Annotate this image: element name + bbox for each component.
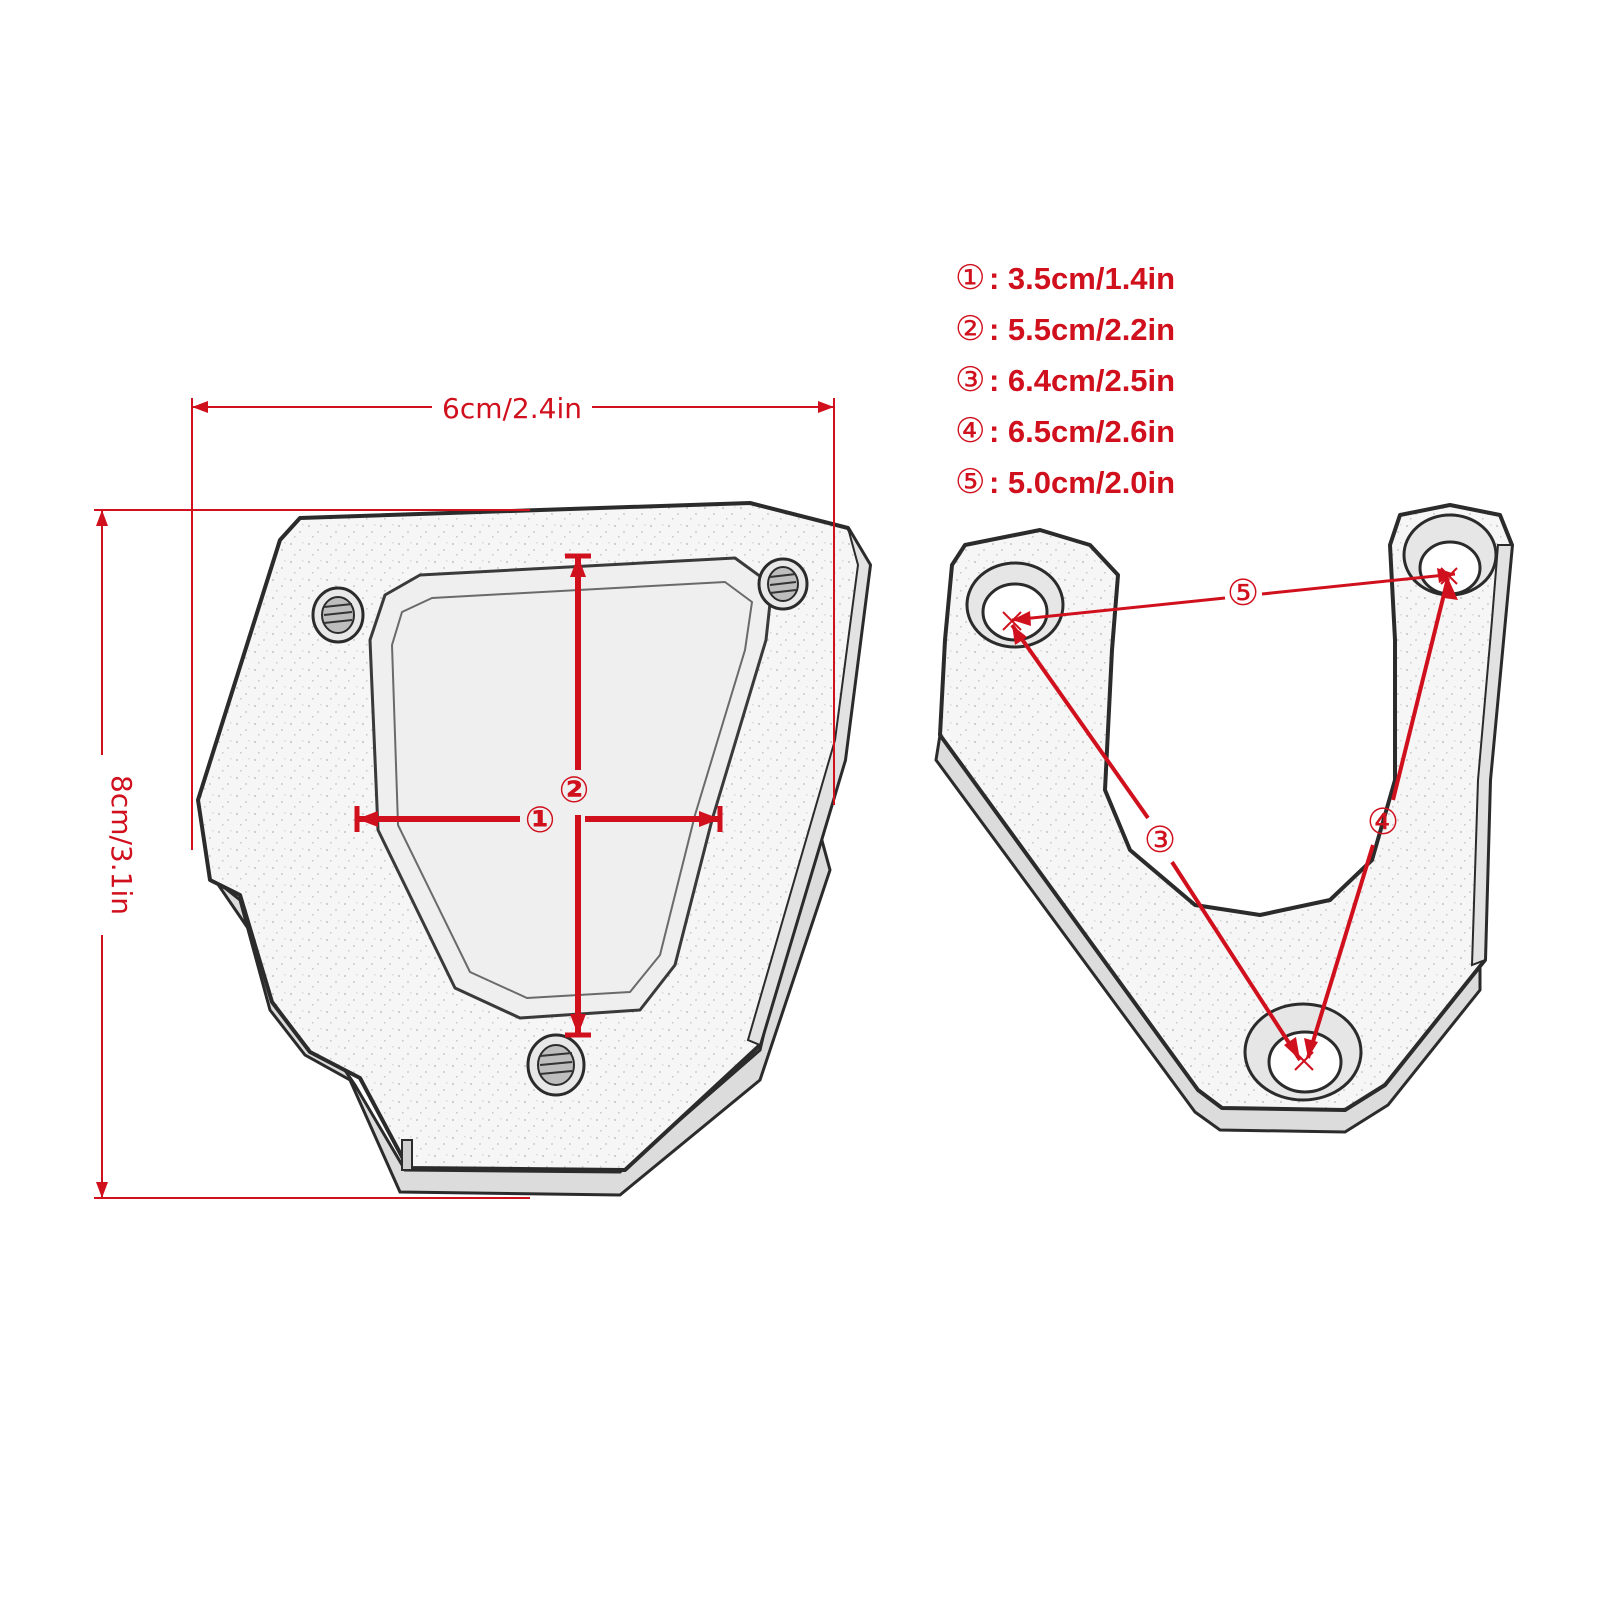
dimension-2-arrowheads: [570, 556, 586, 1035]
legend-marker: ③: [955, 361, 986, 399]
legend-marker: ①: [955, 259, 986, 297]
height-dimension: [94, 509, 530, 1199]
legend-value: : 6.4cm/2.5in: [989, 363, 1176, 398]
dimension-2-line: [565, 553, 591, 1038]
dimension-1-arrowheads: [357, 811, 720, 827]
legend-marker: ②: [955, 310, 986, 348]
bracket-body: [938, 503, 1514, 1112]
dimension-5-marker: ⑤: [1227, 573, 1259, 614]
legend-row-3: ③: 6.4cm/2.5in: [955, 360, 1175, 411]
legend-value: : 3.5cm/1.4in: [989, 261, 1176, 296]
width-dimension: [191, 398, 835, 850]
dimension-4-marker: ④: [1367, 802, 1399, 843]
legend-row-2: ②: 5.5cm/2.2in: [955, 309, 1175, 360]
legend-marker: ⑤: [955, 463, 986, 501]
threaded-insert-top-left: [311, 586, 365, 644]
plate-recess-inner: [391, 581, 753, 999]
dimension-1-marker: ①: [525, 800, 555, 841]
threaded-insert-top-right: [757, 557, 809, 611]
dimension-2-marker: ②: [559, 770, 589, 811]
legend-row-5: ⑤: 5.0cm/2.0in: [955, 462, 1175, 513]
width-label: 6cm/2.4in: [442, 392, 582, 425]
threaded-insert-bottom: [526, 1033, 586, 1097]
bracket-right-bevel: [1470, 544, 1514, 967]
legend-value: : 6.5cm/2.6in: [989, 414, 1176, 449]
dimension-5-line: [1011, 572, 1456, 622]
dimension-4-line: [1306, 577, 1450, 1059]
legend-value: : 5.0cm/2.0in: [989, 465, 1176, 500]
plate-bottom-pin: [401, 1139, 413, 1171]
bracket-cross-marks: [1002, 567, 1458, 1071]
bracket: [934, 503, 1514, 1134]
dimension-3-marker: ③: [1144, 820, 1176, 861]
plate-side-bevel: [746, 527, 872, 1047]
legend-marker: ④: [955, 412, 986, 450]
legend-row-4: ④: 6.5cm/2.6in: [955, 411, 1175, 462]
dimension-legend: ①: 3.5cm/1.4in ②: 5.5cm/2.2in ③: 6.4cm/2…: [955, 258, 1175, 513]
dimension-3-line: [1010, 623, 1302, 1062]
side-stand-plate: [196, 501, 872, 1197]
legend-value: : 5.5cm/2.2in: [989, 312, 1176, 347]
height-label: 8cm/3.1in: [105, 775, 138, 915]
legend-row-1: ①: 3.5cm/1.4in: [955, 258, 1175, 309]
bracket-hole-bottom: [1243, 1002, 1363, 1102]
plate-bottom-edge: [213, 814, 832, 1197]
